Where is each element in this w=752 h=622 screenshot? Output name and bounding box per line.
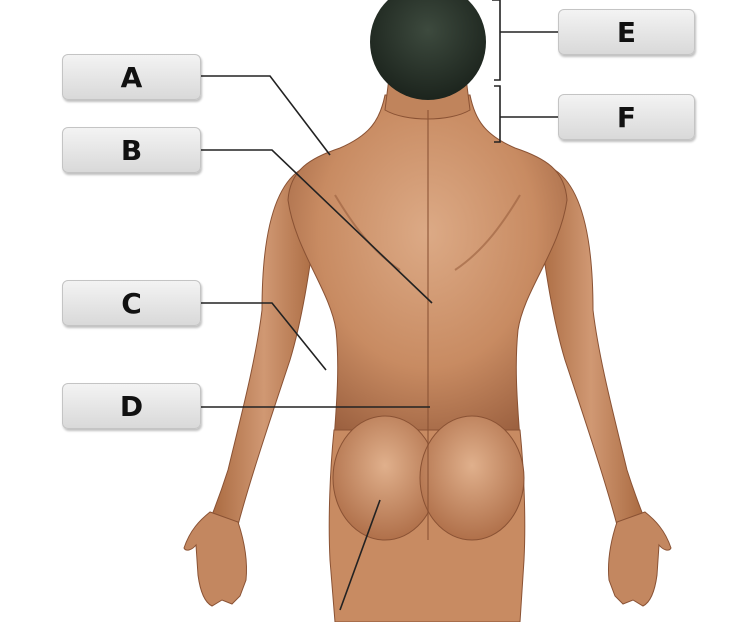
leader-line-c <box>200 302 327 371</box>
left-arm <box>209 169 319 526</box>
leader-line-buttock <box>339 499 381 611</box>
bracket-e <box>492 0 501 81</box>
label-box-e[interactable]: E <box>558 9 695 55</box>
right-hand <box>608 511 672 607</box>
head-hair <box>370 0 486 100</box>
label-box-d[interactable]: D <box>62 383 201 429</box>
leader-line-a <box>200 75 331 156</box>
right-arm <box>536 169 646 526</box>
leader-lines <box>200 0 558 611</box>
leader-line-b <box>200 149 433 304</box>
label-box-b[interactable]: B <box>62 127 201 173</box>
right-buttock <box>419 415 525 541</box>
left-hand <box>183 511 247 607</box>
label-box-c[interactable]: C <box>62 280 201 326</box>
bracket-f <box>494 85 501 143</box>
label-box-f[interactable]: F <box>558 94 695 140</box>
label-box-a[interactable]: A <box>62 54 201 100</box>
